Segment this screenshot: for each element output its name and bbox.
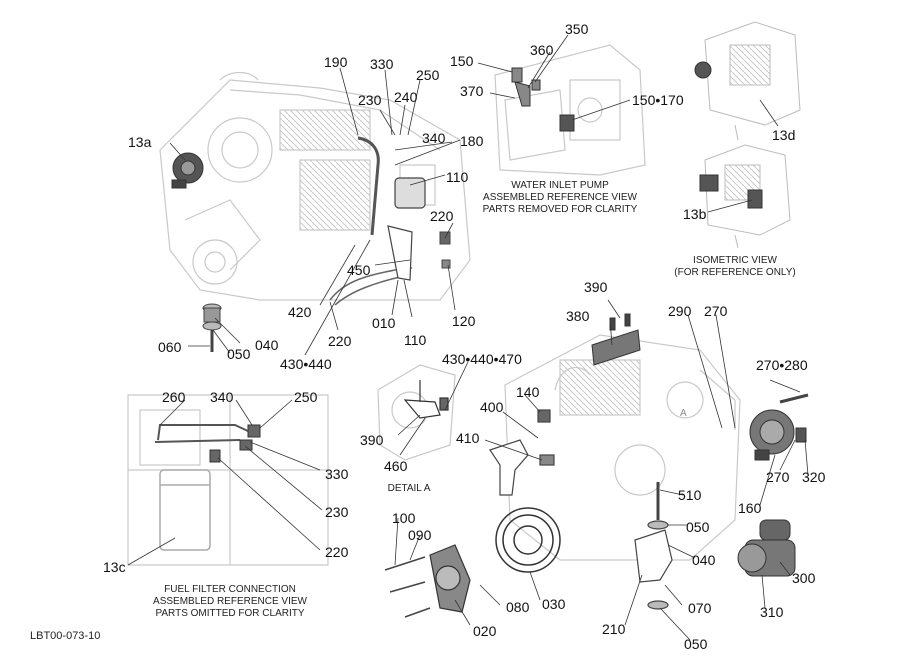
callout-390-detail: 390 [360, 432, 384, 448]
caption-isometric: ISOMETRIC VIEW (FOR REFERENCE ONLY) [674, 255, 796, 278]
callout-230: 230 [358, 92, 382, 108]
caption-detail-a: DETAIL A [387, 483, 431, 494]
callout-080: 080 [506, 599, 530, 615]
callout-270-280: 270•280 [756, 357, 808, 373]
callout-220-mid: 220 [328, 333, 352, 349]
bracket-460 [403, 380, 449, 419]
fuel-lines [329, 267, 413, 306]
callout-260: 260 [162, 389, 186, 405]
callout-270-top: 270 [704, 303, 728, 319]
isometric-engine-13d [704, 21, 801, 141]
callout-120: 120 [452, 313, 476, 329]
callout-430-440-470: 430•440•470 [442, 351, 522, 367]
callout-150-170: 150•170 [632, 92, 684, 108]
main-engine-drawing [159, 71, 471, 301]
callout-050-bottom: 050 [684, 636, 708, 652]
mount-bracket-210 [634, 482, 673, 610]
bracket-410 [489, 409, 555, 496]
lower-engine-drawing: A [504, 334, 741, 561]
plate-380 [591, 313, 641, 366]
alternator-13a [171, 152, 204, 189]
callout-030: 030 [542, 596, 566, 612]
callout-180: 180 [460, 133, 484, 149]
fuel-filter-frame [127, 394, 329, 566]
caption-fuel-filter: FUEL FILTER CONNECTION ASSEMBLED REFEREN… [153, 584, 307, 619]
drawing-id: LBT00-073-10 [30, 630, 101, 642]
svg-text:A: A [680, 408, 687, 419]
callout-240: 240 [394, 89, 418, 105]
alternator-13d [694, 61, 712, 79]
callout-380: 380 [566, 308, 590, 324]
callout-140: 140 [516, 384, 540, 400]
callout-340-filter: 340 [210, 389, 234, 405]
callout-300: 300 [792, 570, 816, 586]
callout-360: 360 [530, 42, 554, 58]
callout-420: 420 [288, 304, 312, 320]
callout-430-440: 430•440 [280, 356, 332, 372]
callout-13b: 13b [683, 206, 707, 222]
callout-370: 370 [460, 83, 484, 99]
callout-050-top: 050 [227, 346, 251, 362]
callout-220-filter: 220 [325, 544, 349, 560]
callout-070: 070 [688, 600, 712, 616]
callout-010: 010 [372, 315, 396, 331]
callout-13a: 13a [128, 134, 152, 150]
callout-320: 320 [802, 469, 826, 485]
fuel-filter-body [159, 469, 211, 551]
callout-110-bottom: 110 [404, 332, 427, 348]
fuel-filter-fittings [209, 424, 261, 463]
callout-040-top: 040 [255, 337, 279, 353]
callout-310: 310 [760, 604, 784, 620]
caption-water-inlet: WATER INLET PUMP ASSEMBLED REFERENCE VIE… [482, 180, 638, 215]
callout-250: 250 [416, 67, 440, 83]
callout-020: 020 [473, 623, 497, 639]
housing-020 [429, 544, 471, 613]
callout-150: 150 [450, 53, 474, 69]
callout-190: 190 [324, 54, 348, 70]
callout-330-filter: 330 [325, 466, 349, 482]
callout-290: 290 [668, 303, 692, 319]
callout-340: 340 [422, 130, 446, 146]
callout-510: 510 [678, 487, 702, 503]
callout-100: 100 [392, 510, 416, 526]
bracket-010 [387, 177, 426, 281]
callout-210: 210 [602, 621, 626, 637]
callout-060: 060 [158, 339, 182, 355]
callout-050-mid: 050 [686, 519, 710, 535]
callout-230-filter: 230 [325, 504, 349, 520]
callout-13d: 13d [772, 127, 796, 143]
callout-040-bottom: 040 [692, 552, 716, 568]
alternator-160 [749, 393, 809, 461]
fuel-filter-lines [154, 424, 251, 443]
leader-lines [127, 34, 809, 641]
callout-450: 450 [347, 262, 371, 278]
alternator-13b [699, 174, 763, 209]
water-inlet-fittings [511, 67, 575, 132]
callout-400: 400 [480, 399, 504, 415]
starter-300 [737, 519, 796, 577]
callout-460: 460 [384, 458, 408, 474]
callout-090: 090 [408, 527, 432, 543]
callout-250-filter: 250 [294, 389, 318, 405]
callout-350: 350 [565, 21, 589, 37]
callout-270-bottom: 270 [766, 469, 790, 485]
callout-410: 410 [456, 430, 480, 446]
callout-220-top: 220 [430, 208, 454, 224]
fuel-line-190 [357, 136, 380, 236]
callout-390-top: 390 [584, 279, 608, 295]
bolts-090-100 [384, 556, 431, 618]
water-inlet-drawing [494, 44, 646, 176]
callout-110-top: 110 [446, 169, 469, 185]
callout-13c: 13c [103, 559, 126, 575]
callout-160: 160 [738, 500, 762, 516]
mount-040-050 [202, 303, 222, 352]
flywheel-030 [495, 507, 561, 573]
callout-330: 330 [370, 56, 394, 72]
